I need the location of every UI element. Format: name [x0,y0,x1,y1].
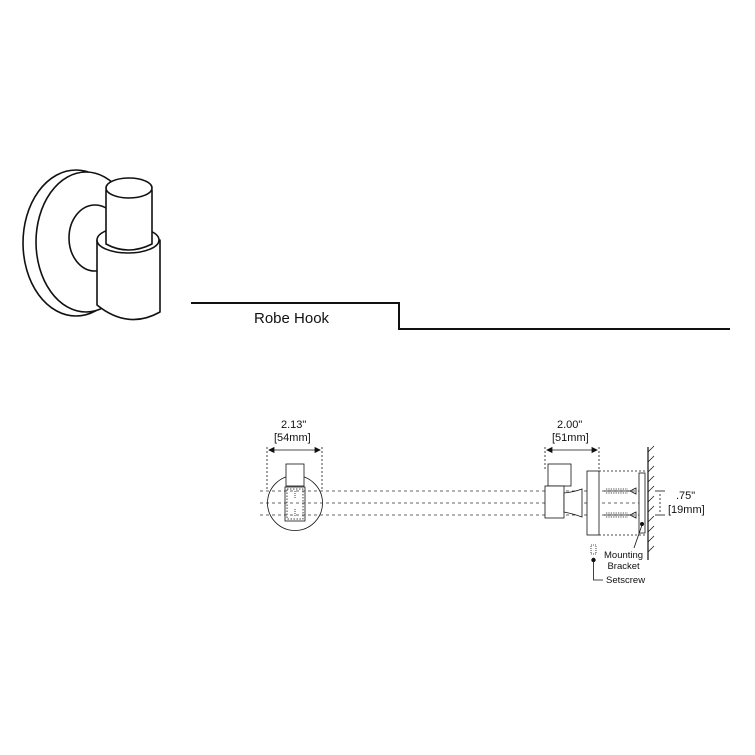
depth-inches-label: 2.00" [557,419,583,431]
width-inches-label: 2.13" [281,419,307,431]
width-mm-label: [54mm] [274,432,311,444]
wall-hatching [647,445,655,553]
side-view [544,445,665,581]
front-view [266,446,323,531]
setscrew-label: Setscrew [606,575,646,586]
height-inches-label: .75" [676,490,696,502]
upper-cylinder-top [105,177,153,199]
mounting-label: Mounting [604,550,644,561]
lower-barrel [96,239,161,321]
bracket-label: Bracket [607,561,640,572]
upper-cylinder [105,189,153,251]
depth-mm-label: [51mm] [552,432,589,444]
height-mm-label: [19mm] [668,504,705,516]
product-title: Robe Hook [254,310,330,327]
mounting-bracket-callout: Mounting Bracket [604,550,643,572]
screws [604,487,637,519]
